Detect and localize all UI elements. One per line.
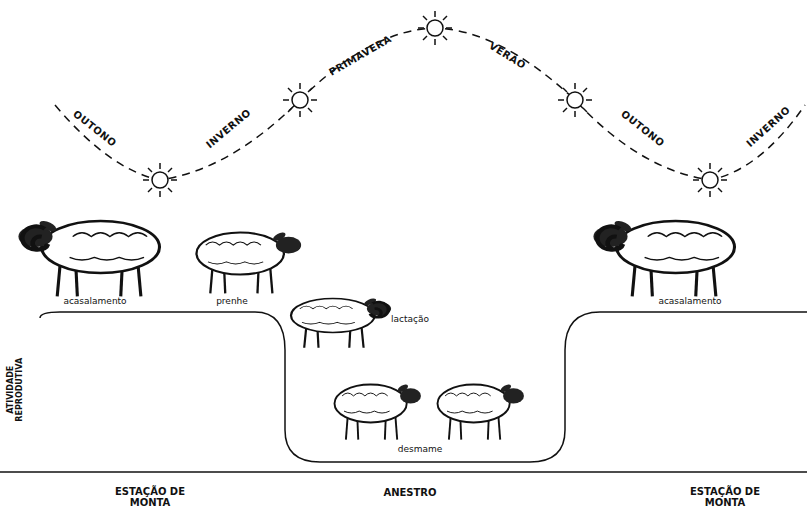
animal-label: acasalamento bbox=[61, 297, 128, 307]
phase-label: ESTAÇÃO DE MONTA bbox=[105, 486, 195, 508]
animal-label: prenhe bbox=[214, 297, 250, 307]
phase-label: ESTAÇÃO DE MONTA bbox=[680, 486, 770, 508]
season-label: VERÃO bbox=[488, 39, 529, 70]
animal-label: lactação bbox=[389, 315, 431, 325]
season-label: PRIMAVERA bbox=[327, 33, 393, 78]
season-label: OUTONO bbox=[619, 108, 667, 149]
animal-label: acasalamento bbox=[656, 297, 723, 307]
season-label: INVERNO bbox=[203, 106, 252, 150]
axis-label: ATIVIDADE REPRODUTIVA bbox=[7, 345, 25, 435]
animal-label: desmame bbox=[396, 445, 445, 455]
season-label: INVERNO bbox=[744, 104, 792, 149]
phase-label: ANESTRO bbox=[360, 487, 460, 498]
season-label: OUTONO bbox=[71, 108, 119, 149]
